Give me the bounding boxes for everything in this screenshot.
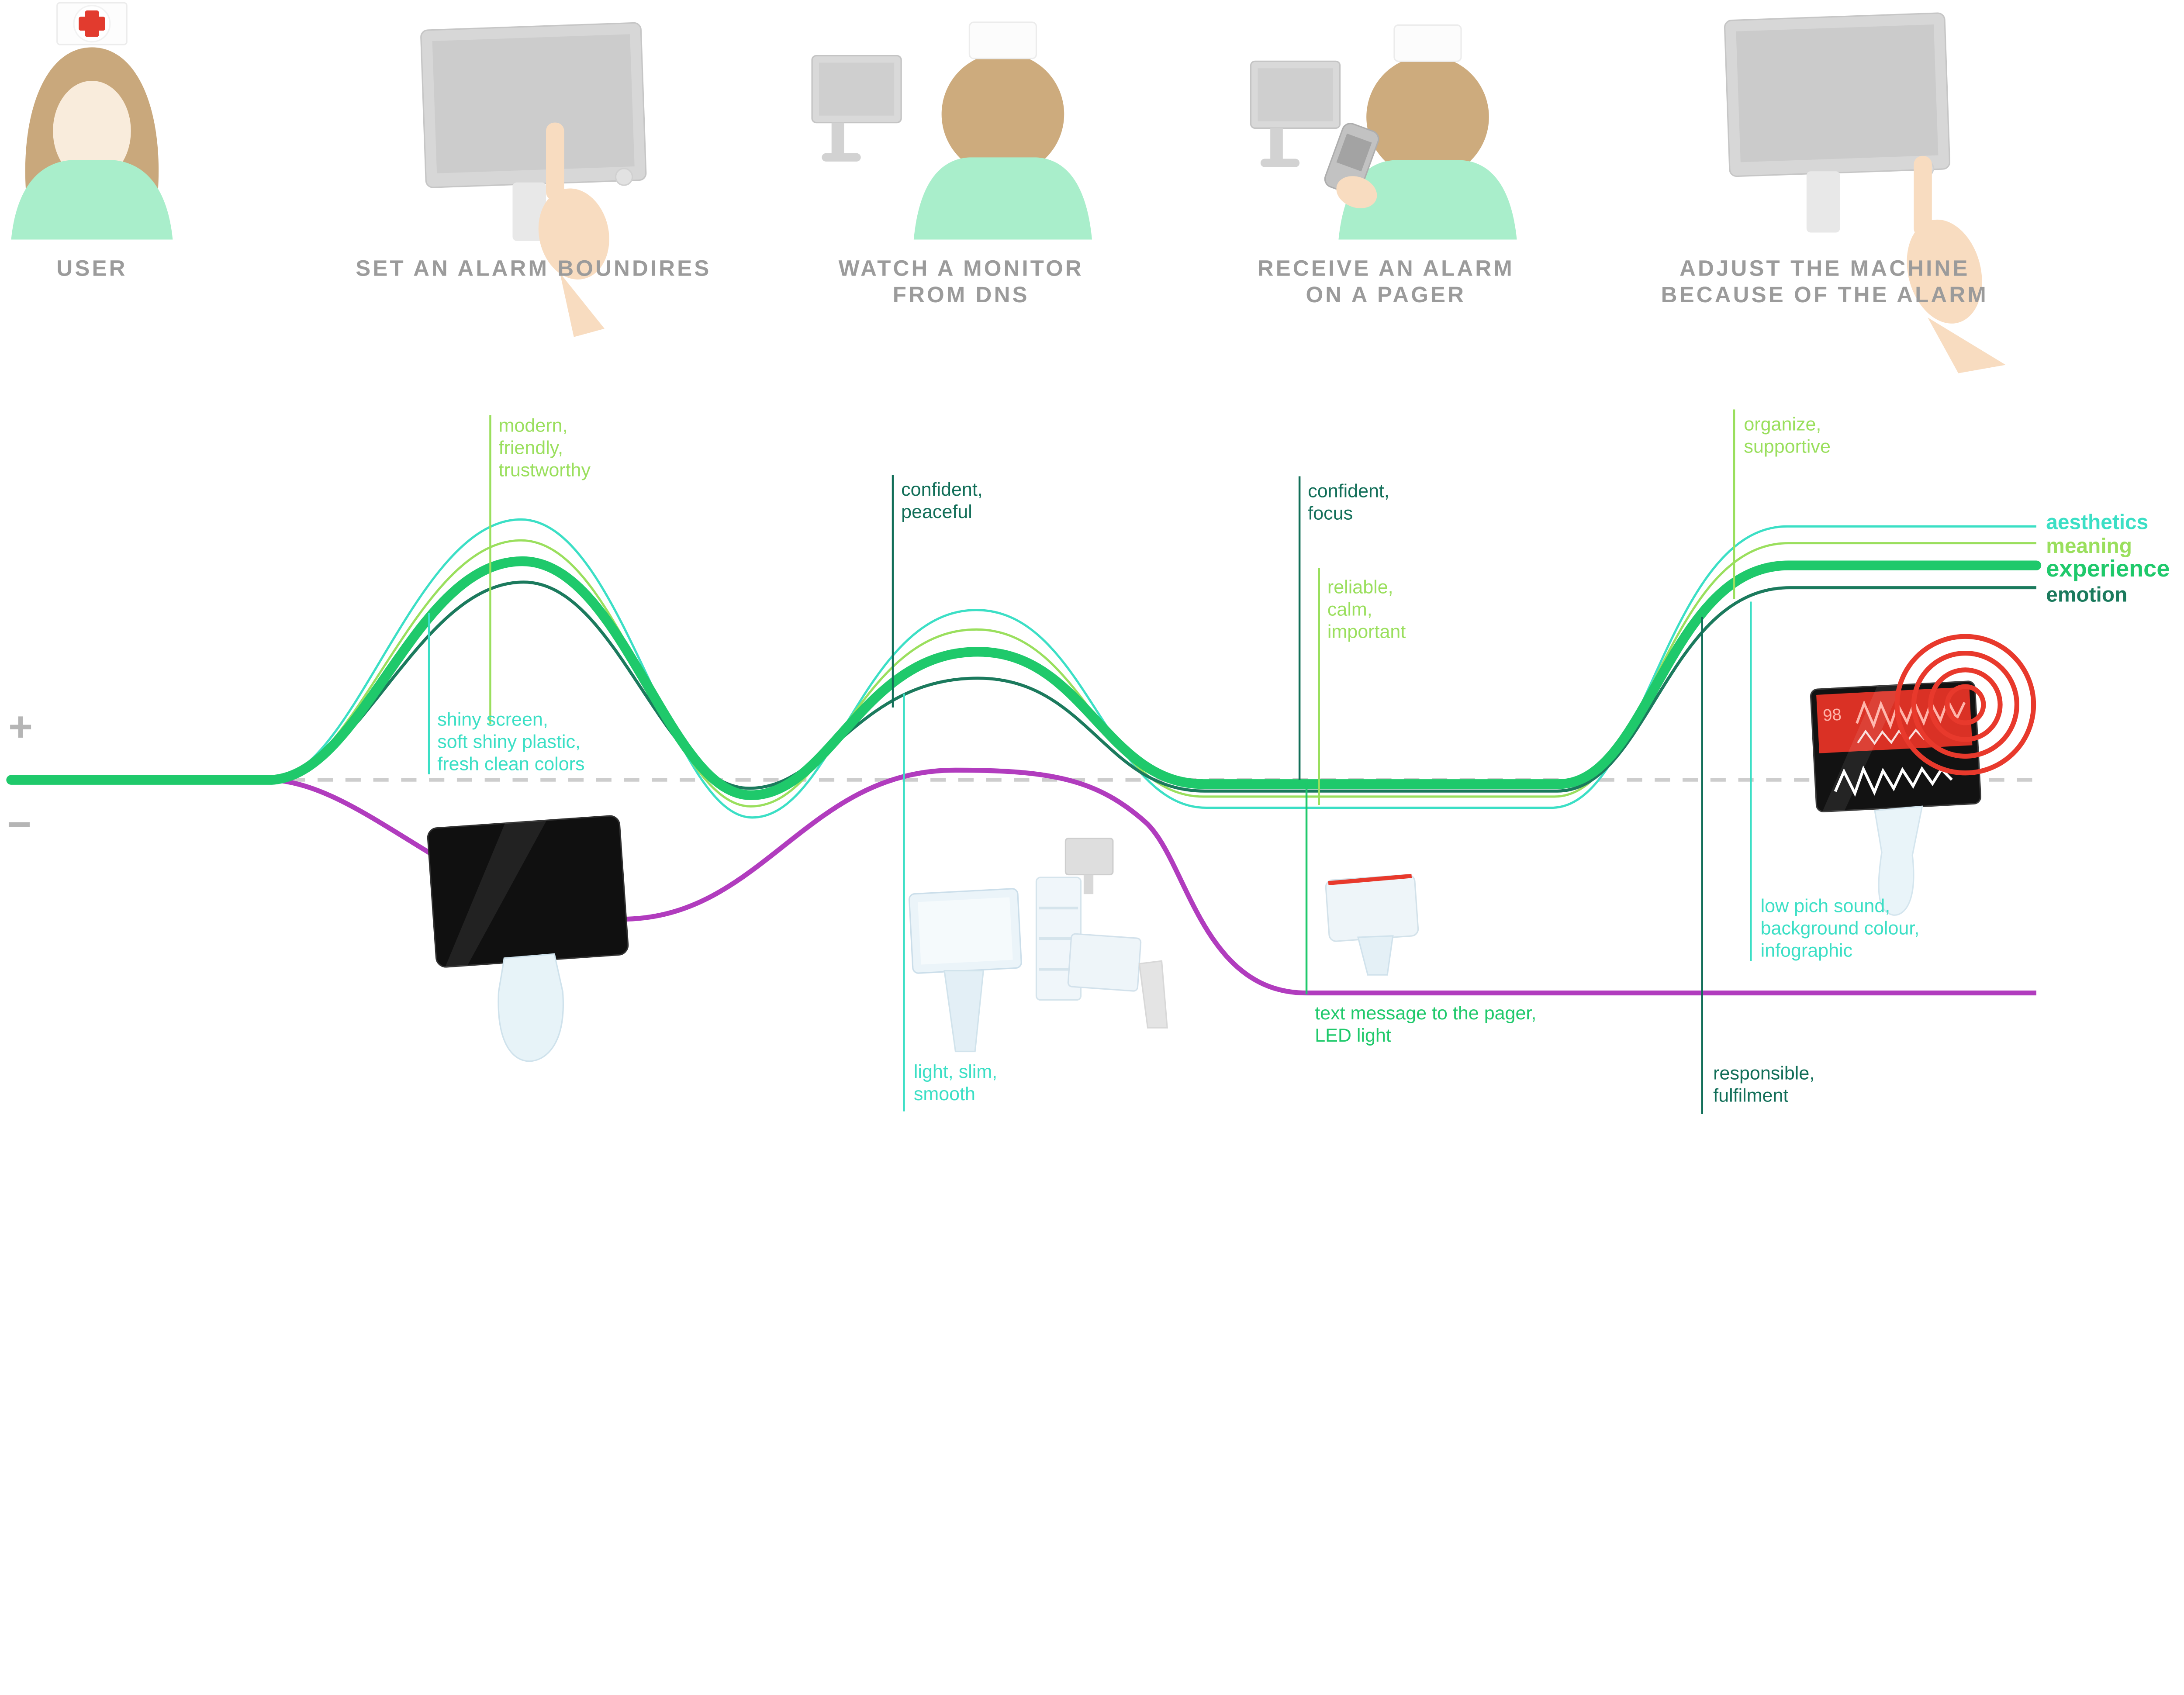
legend-emotion: emotion — [2046, 583, 2127, 607]
annotation-organize: organize, supportive — [1733, 409, 1831, 599]
small-monitor-stand — [831, 122, 844, 156]
svg-text:friendly,: friendly, — [499, 438, 563, 459]
alarm-waveform-white — [1834, 765, 1953, 797]
svg-text:ON A PAGER: ON A PAGER — [1306, 282, 1466, 307]
annotation-confident-peaceful: confident, peaceful — [892, 475, 983, 708]
experience-curve — [6, 556, 2042, 800]
svg-text:soft shiny plastic,: soft shiny plastic, — [437, 731, 581, 752]
stage-label-adjust-machine: ADJUST THE MACHINE — [1679, 255, 1970, 280]
person-body — [913, 157, 1092, 240]
pointing-hand-icon — [1907, 156, 2006, 373]
nurse-face — [53, 80, 131, 181]
annotation-low-pich-sound: low pich sound, background colour, infog… — [1750, 601, 1920, 961]
person-body — [1338, 160, 1517, 240]
stage-label-receive-alarm: RECEIVE AN ALARM — [1258, 255, 1514, 280]
alarm-boundaries-monitor-icon — [420, 22, 647, 337]
svg-text:organize,: organize, — [1744, 414, 1821, 435]
black-monitor-stand — [498, 953, 564, 1062]
monitor-stand — [512, 182, 546, 241]
journey-map: USER SET AN ALARM BOUNDIRES WATCH A MONI… — [6, 2, 2170, 1115]
pager-concept-icon — [1325, 873, 1419, 976]
annotation-confident-focus: confident, focus — [1298, 476, 1389, 780]
person-with-pager-icon — [1324, 24, 1517, 240]
plus-sign: + — [8, 703, 33, 750]
small-monitor-screen — [1258, 68, 1333, 121]
journey-chart: + − — [6, 518, 2042, 996]
small-monitor-stand — [1270, 128, 1283, 162]
adjust-machine-monitor-icon — [1724, 12, 2006, 373]
svg-text:fresh clean colors: fresh clean colors — [437, 753, 584, 774]
holding-hand — [1336, 176, 1377, 208]
alarm-sound-rings-icon — [1894, 634, 2036, 776]
person-watching-icon — [913, 21, 1092, 240]
person-cap — [968, 21, 1037, 59]
black-monitor-icon — [427, 815, 629, 1062]
monitor-screen — [1736, 24, 1939, 162]
svg-text:fulfilment: fulfilment — [1713, 1085, 1788, 1106]
svg-text:background colour,: background colour, — [1761, 918, 1920, 939]
svg-text:focus: focus — [1308, 503, 1353, 524]
svg-text:trustworthy: trustworthy — [499, 460, 591, 481]
alarm-monitor-icon: 98 — [1810, 634, 2036, 916]
alarm-reading: 98 — [1822, 705, 1842, 725]
annotation-modern: modern, friendly, trustworthy — [489, 415, 591, 725]
monitor-stand — [1806, 171, 1840, 233]
top-row: USER SET AN ALARM BOUNDIRES WATCH A MONI… — [11, 2, 2006, 373]
annotation-reliable: reliable, calm, important — [1318, 568, 1406, 805]
svg-text:LED light: LED light — [1315, 1025, 1391, 1046]
svg-text:infographic: infographic — [1761, 940, 1853, 961]
svg-text:text message to the pager,: text message to the pager, — [1315, 1003, 1536, 1024]
svg-text:reliable,: reliable, — [1327, 577, 1393, 597]
svg-text:confident,: confident, — [1308, 480, 1389, 501]
alarm-red-band — [1816, 687, 1973, 753]
svg-text:shiny screen,: shiny screen, — [437, 709, 548, 730]
person-head — [1366, 55, 1489, 179]
legend-experience: experience — [2046, 556, 2170, 582]
pointing-hand-icon — [538, 122, 609, 337]
annotation-shiny-screen: shiny screen, soft shiny plastic, fresh … — [428, 613, 585, 774]
annotation-responsible: responsible, fulfilment — [1701, 617, 1814, 1115]
nurse-scrubs — [11, 160, 173, 240]
svg-text:modern,: modern, — [499, 415, 568, 436]
person-cap — [1393, 24, 1462, 62]
svg-text:smooth: smooth — [914, 1084, 975, 1105]
monitor-screen — [432, 34, 635, 173]
device-illustrations: 98 — [427, 634, 2036, 1062]
svg-text:confident,: confident, — [901, 479, 983, 500]
stage-label-user: USER — [56, 255, 127, 280]
minus-sign: − — [7, 801, 31, 848]
svg-text:FROM DNS: FROM DNS — [893, 282, 1030, 307]
svg-text:light, slim,: light, slim, — [914, 1061, 997, 1082]
annotation-light-slim: light, slim, smooth — [903, 694, 997, 1112]
svg-text:responsible,: responsible, — [1713, 1063, 1814, 1084]
legend-meaning: meaning — [2046, 535, 2132, 558]
person-head — [941, 53, 1064, 176]
stage-label-set-alarm: SET AN ALARM BOUNDIRES — [356, 255, 711, 280]
svg-text:important: important — [1327, 621, 1406, 642]
annotations: modern, friendly, trustworthy shiny scre… — [428, 409, 1920, 1115]
stage-label-watch-monitor: WATCH A MONITOR — [839, 255, 1084, 280]
legend-aesthetics: aesthetics — [2046, 511, 2148, 534]
svg-text:low pich sound,: low pich sound, — [1761, 896, 1890, 917]
curve-legend: aesthetics meaning experience emotion — [2046, 511, 2170, 607]
svg-text:peaceful: peaceful — [901, 501, 972, 522]
svg-text:calm,: calm, — [1327, 599, 1372, 620]
small-monitor-screen — [819, 62, 895, 116]
svg-text:supportive: supportive — [1744, 436, 1831, 457]
pager-alarm-monitor-icon — [1250, 60, 1341, 167]
annotation-text-message: text message to the pager, LED light — [1305, 783, 1536, 1046]
nurse-avatar-icon — [11, 2, 173, 240]
monitor-knob — [615, 168, 633, 186]
watch-monitor-icon — [811, 55, 902, 162]
concept-devices-icon — [909, 838, 1168, 1053]
handheld-pager-icon — [1324, 123, 1379, 195]
alarm-monitor-stand — [1874, 805, 1923, 916]
svg-text:BECAUSE OF THE ALARM: BECAUSE OF THE ALARM — [1661, 282, 1988, 307]
pager-red-edge — [1328, 873, 1412, 885]
